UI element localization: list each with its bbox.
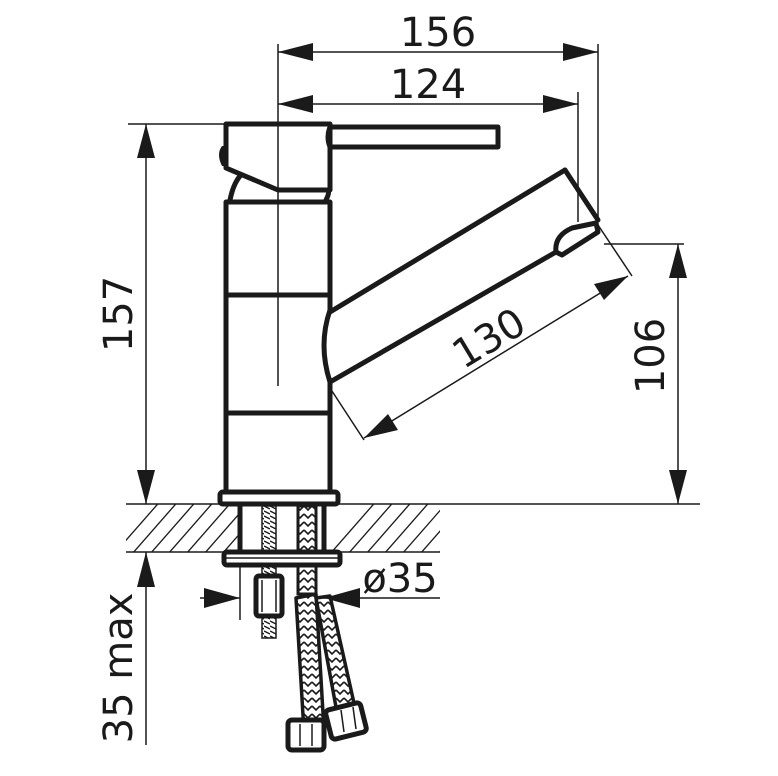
dimension-total-height: 157 [96,123,226,504]
dimension-spout-height: 106 [604,243,687,504]
dimension-label-130: 130 [445,299,534,378]
dimension-hole-diameter: ø35 [200,556,440,608]
dimension-label-35-max: 35 max [96,593,142,744]
dimension-label-106: 106 [628,318,674,394]
hose-connector-right [323,700,369,742]
dimension-label-diameter-35: ø35 [362,556,437,602]
dimension-label-156: 156 [400,10,476,56]
dimension-overall-reach: 156 [278,10,599,222]
dimension-max-thickness: 35 max [96,552,155,745]
dimension-label-157: 157 [96,276,142,352]
aerator [553,220,601,258]
flexible-hoses [285,592,369,753]
hose-connector-left [285,717,327,753]
swivel-spout [321,167,601,385]
lever-handle [219,121,501,193]
dimension-label-124: 124 [390,62,466,108]
dimension-lever-reach: 124 [278,62,579,222]
fixing-nut [253,573,285,619]
